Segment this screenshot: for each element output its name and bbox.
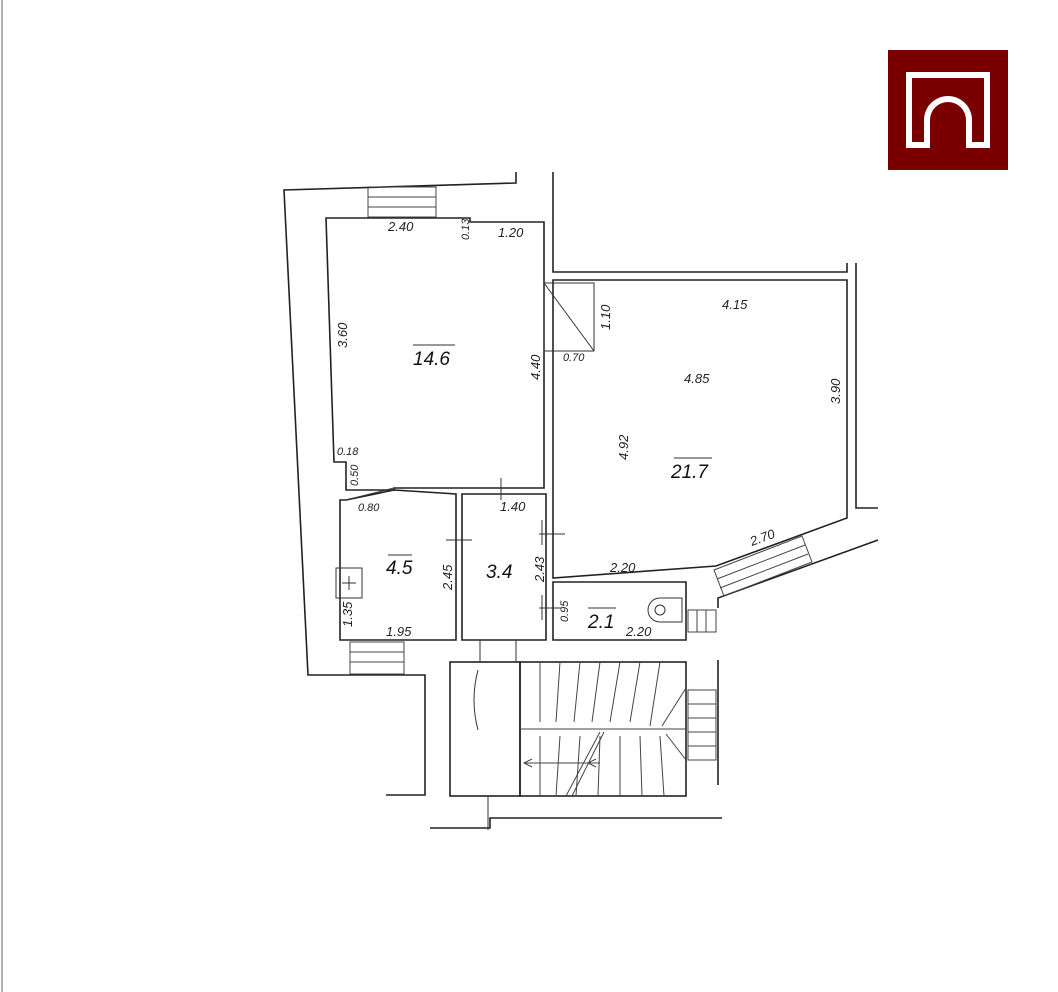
dim-label: 2.20 (625, 624, 652, 639)
room-4-outline (461, 493, 547, 641)
dim-label: 0.18 (337, 446, 359, 458)
steps-top (367, 186, 437, 218)
dim-label: 4.15 (722, 297, 748, 312)
room-3-outline (339, 489, 457, 641)
dim-label: 1.40 (500, 499, 526, 514)
room-3-area: 4.5 (386, 558, 413, 579)
dim-label: 1.35 (340, 601, 355, 627)
room-2-area: 21.7 (670, 462, 709, 483)
steps-right (713, 535, 813, 597)
dim-label: 1.10 (598, 304, 613, 330)
staircase (519, 661, 687, 797)
toilet-icon (647, 597, 683, 623)
dim-label: 1.95 (386, 624, 412, 639)
steps-bottom-left (349, 641, 405, 675)
dim-label: 2.45 (440, 564, 455, 591)
dim-label: 0.13 (460, 218, 472, 240)
steps-small (687, 609, 717, 633)
room-5-outline (552, 581, 687, 641)
room-2-outline (552, 279, 848, 579)
room-3-corner (345, 487, 395, 501)
steps-vertical (687, 689, 717, 761)
dim-label: 0.95 (559, 600, 571, 622)
sink-icon (335, 567, 363, 599)
dim-label: 0.70 (563, 352, 585, 364)
dim-label: 3.60 (335, 322, 350, 348)
dim-label: 4.40 (528, 354, 543, 380)
dim-label: 2.20 (609, 560, 636, 575)
outer-walls (283, 172, 879, 829)
arch-logo-icon (888, 50, 1008, 170)
dim-label: 4.85 (684, 371, 710, 386)
dim-label: 2.43 (532, 556, 547, 583)
dim-label: 0.80 (358, 502, 380, 514)
room-1-area: 14.6 (413, 349, 450, 370)
dim-label: 4.92 (616, 434, 631, 460)
corridor (449, 640, 521, 830)
room-4-area: 3.4 (486, 562, 512, 583)
dim-label: 2.40 (387, 219, 414, 234)
door-marks (446, 478, 565, 620)
dim-label: 1.20 (498, 225, 524, 240)
dim-label: 3.90 (828, 378, 843, 404)
niche-box (543, 282, 595, 352)
dim-label: 0.50 (349, 464, 361, 486)
room-5-area: 2.1 (587, 612, 614, 633)
